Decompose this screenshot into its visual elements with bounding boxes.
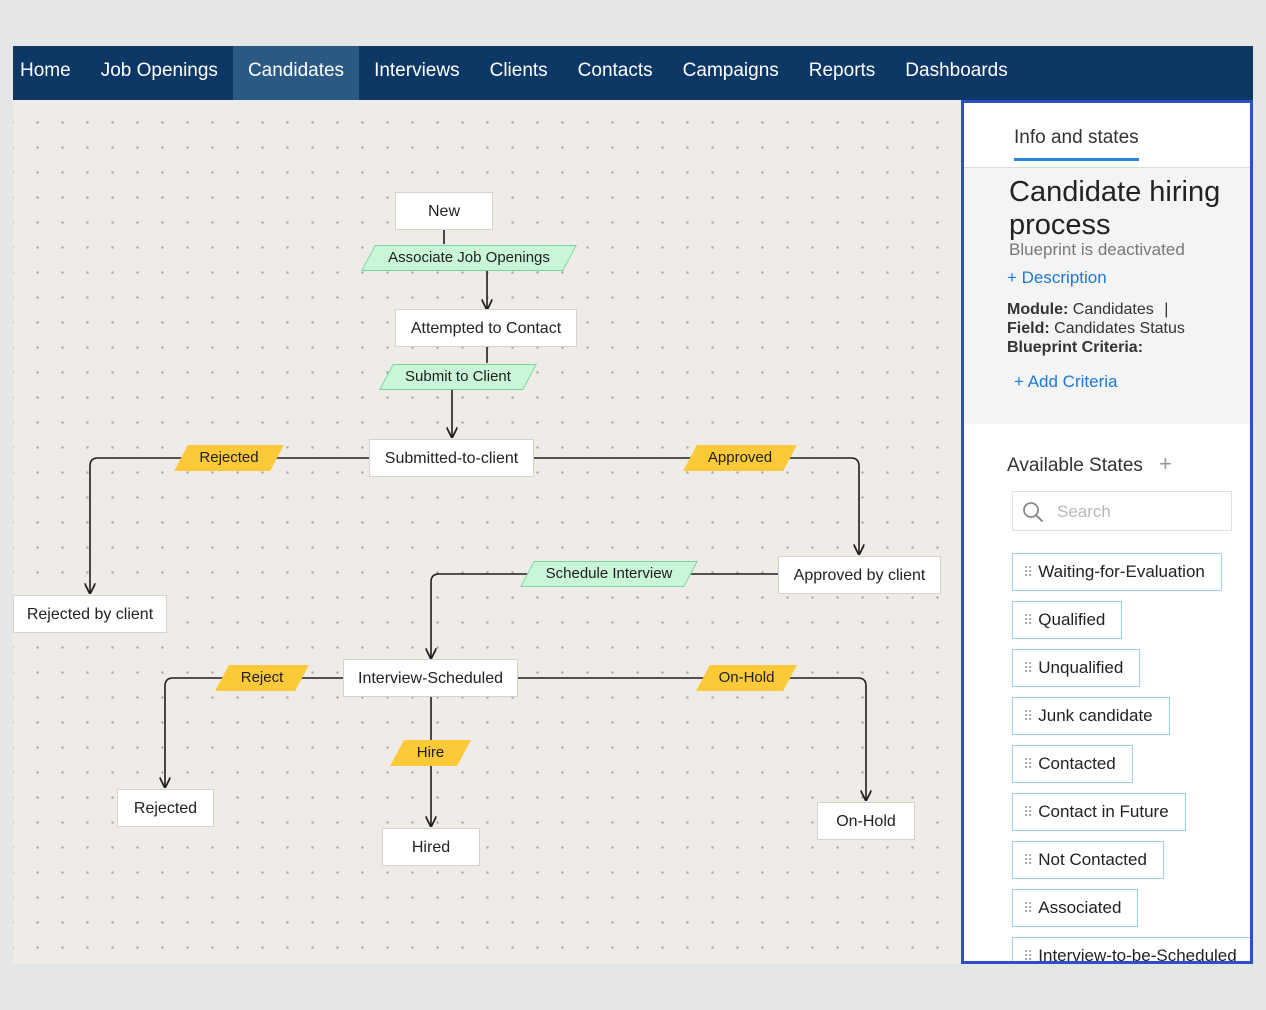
field-label: Field:	[1007, 320, 1050, 337]
state-chip[interactable]: ⠿Contact in Future	[1012, 793, 1186, 831]
criteria-label: Blueprint Criteria:	[1007, 339, 1144, 356]
drag-handle-icon[interactable]: ⠿	[1023, 804, 1034, 820]
state-search-box[interactable]	[1012, 491, 1232, 531]
state-on-hold[interactable]: On-Hold	[817, 802, 915, 840]
add-state-icon[interactable]: +	[1159, 451, 1172, 476]
blueprint-title: Candidate hiring process	[1009, 176, 1221, 241]
state-search-input[interactable]	[1055, 500, 1219, 524]
nav-job-openings[interactable]: Job Openings	[100, 60, 218, 81]
tab-info-and-states[interactable]: Info and states	[1014, 127, 1139, 161]
state-submitted-to-client[interactable]: Submitted-to-client	[369, 439, 534, 477]
nav-candidates[interactable]: Candidates	[232, 46, 360, 100]
blueprint-status: Blueprint is deactivated	[1009, 240, 1185, 259]
module-label: Module:	[1007, 301, 1069, 318]
blueprint-canvas[interactable]: New Attempted to Contact Submitted-to-cl…	[13, 100, 961, 964]
transition-on-hold[interactable]: On-Hold	[703, 665, 790, 691]
info-states-panel: Info and states Candidate hiring process…	[961, 100, 1253, 964]
nav-contacts[interactable]: Contacts	[577, 60, 653, 81]
state-approved-by-client[interactable]: Approved by client	[778, 556, 941, 594]
transition-submit-to-client[interactable]: Submit to Client	[386, 364, 530, 390]
top-nav: Home Job Openings Candidates Interviews …	[13, 46, 1253, 100]
transition-schedule-interview[interactable]: Schedule Interview	[527, 561, 691, 587]
state-rejected[interactable]: Rejected	[117, 789, 214, 827]
state-hired[interactable]: Hired	[382, 828, 480, 866]
drag-handle-icon[interactable]: ⠿	[1023, 948, 1034, 964]
drag-handle-icon[interactable]: ⠿	[1023, 852, 1034, 868]
nav-dashboards[interactable]: Dashboards	[905, 60, 1008, 81]
drag-handle-icon[interactable]: ⠿	[1023, 660, 1034, 676]
field-value: Candidates Status	[1054, 320, 1185, 337]
state-new[interactable]: New	[395, 192, 493, 230]
field-row: Field: Candidates Status	[1007, 320, 1185, 338]
state-rejected-by-client[interactable]: Rejected by client	[13, 595, 167, 633]
nav-clients[interactable]: Clients	[489, 60, 548, 81]
state-chip[interactable]: ⠿Qualified	[1012, 601, 1123, 639]
available-states-heading: Available States	[1007, 455, 1143, 476]
transition-reject[interactable]: Reject	[222, 665, 302, 691]
search-icon	[1023, 502, 1043, 522]
module-row: Module: Candidates |	[1007, 301, 1168, 319]
drag-handle-icon[interactable]: ⠿	[1023, 708, 1034, 724]
nav-campaigns[interactable]: Campaigns	[682, 60, 779, 81]
blueprint-app: Home Job Openings Candidates Interviews …	[13, 46, 1253, 964]
drag-handle-icon[interactable]: ⠿	[1023, 564, 1034, 580]
nav-reports[interactable]: Reports	[808, 60, 876, 81]
transition-associate-job-openings[interactable]: Associate Job Openings	[368, 245, 570, 271]
drag-handle-icon[interactable]: ⠿	[1023, 900, 1034, 916]
add-description-link[interactable]: + Description	[1007, 268, 1107, 287]
transition-approved[interactable]: Approved	[690, 445, 790, 471]
drag-handle-icon[interactable]: ⠿	[1023, 756, 1034, 772]
connector-lines	[13, 230, 961, 964]
state-chip[interactable]: ⠿Junk candidate	[1012, 697, 1170, 735]
add-criteria-link[interactable]: + Add Criteria	[1014, 372, 1118, 391]
state-interview-scheduled[interactable]: Interview-Scheduled	[343, 659, 518, 697]
transition-hire[interactable]: Hire	[397, 740, 464, 766]
module-separator: |	[1164, 301, 1169, 318]
state-attempted-to-contact[interactable]: Attempted to Contact	[395, 309, 577, 347]
criteria-row: Blueprint Criteria:	[1007, 339, 1143, 357]
panel-tabbar: Info and states	[964, 103, 1250, 168]
nav-interviews[interactable]: Interviews	[374, 60, 460, 81]
state-chip[interactable]: ⠿Associated	[1012, 889, 1139, 927]
state-chip[interactable]: ⠿Not Contacted	[1012, 841, 1164, 879]
nav-home[interactable]: Home	[20, 60, 71, 81]
state-chip[interactable]: ⠿Waiting-for-Evaluation	[1012, 553, 1222, 591]
transition-rejected[interactable]: Rejected	[181, 445, 277, 471]
state-chip[interactable]: ⠿Contacted	[1012, 745, 1133, 783]
drag-handle-icon[interactable]: ⠿	[1023, 612, 1034, 628]
state-chip[interactable]: ⠿Unqualified	[1012, 649, 1141, 687]
module-value: Candidates	[1072, 301, 1154, 318]
state-chip[interactable]: ⠿Interview-to-be-Scheduled	[1012, 937, 1250, 964]
blueprint-info: Candidate hiring process Blueprint is de…	[964, 168, 1250, 424]
